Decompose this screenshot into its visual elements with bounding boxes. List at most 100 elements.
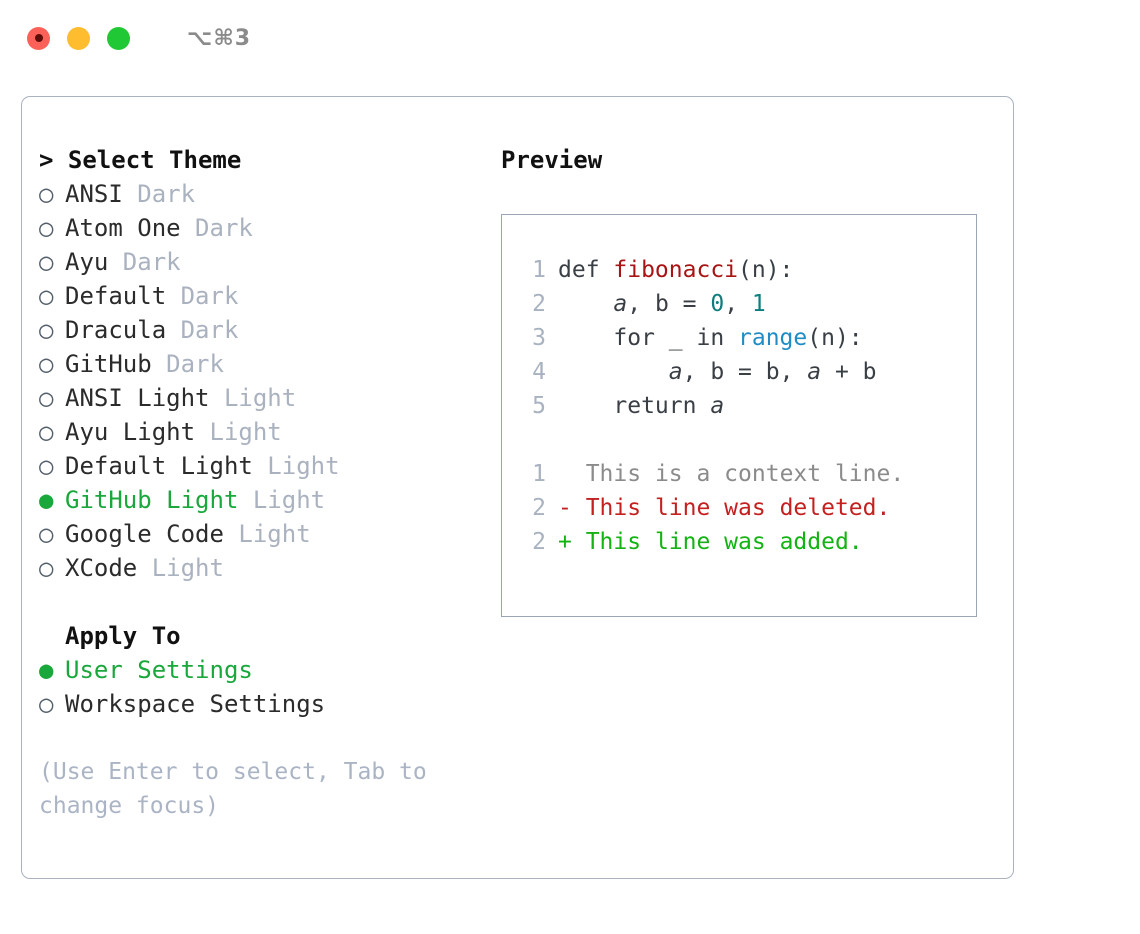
- theme-option-label: Default Light: [65, 452, 253, 480]
- apply-to-title: Apply To: [65, 622, 181, 650]
- theme-option-ansi-light[interactable]: ○ ANSI Light Light: [39, 381, 499, 415]
- radio-selected-icon: ●: [39, 656, 54, 684]
- diff-line: 1 This is a context line.: [516, 457, 976, 491]
- theme-option-dracula[interactable]: ○ Dracula Dark: [39, 313, 499, 347]
- theme-option-category: Dark: [166, 316, 239, 344]
- code-token: for _ in: [558, 325, 739, 351]
- theme-option-label: GitHub: [65, 350, 152, 378]
- code-token: =: [668, 291, 711, 317]
- radio-unselected-icon: ○: [39, 452, 54, 480]
- radio-unselected-icon: ○: [39, 248, 54, 276]
- code-token: a: [807, 359, 822, 385]
- code-token: [558, 291, 613, 317]
- theme-option-ayu[interactable]: ○Ayu Dark: [39, 245, 499, 279]
- diff-sign: [558, 457, 586, 491]
- code-token: , b = b,: [682, 359, 808, 385]
- theme-option-atom-one[interactable]: ○Atom One Dark: [39, 211, 499, 245]
- code-token: b: [654, 291, 669, 317]
- radio-unselected-icon: ○: [39, 554, 54, 582]
- theme-option-google-code[interactable]: ○Google Code Light: [39, 517, 499, 551]
- maximize-button[interactable]: [107, 26, 130, 50]
- code-line-text: return a: [558, 389, 724, 423]
- theme-option-label: Dracula: [65, 316, 167, 344]
- apply-to-option-workspace-settings[interactable]: ○Workspace Settings: [39, 687, 499, 721]
- radio-unselected-icon: ○: [39, 418, 54, 446]
- diff-sign: -: [558, 495, 586, 521]
- theme-option-xcode[interactable]: ○ XCode Light: [39, 551, 499, 585]
- code-diff-separator: [516, 423, 976, 457]
- radio-unselected-icon: ○: [39, 350, 54, 378]
- code-token: def: [558, 257, 614, 283]
- main-panel: > Select Theme ○ANSI Dark○Atom One Dark○…: [21, 96, 1014, 879]
- theme-option-github[interactable]: ○GitHub Dark: [39, 347, 499, 381]
- apply-to-option-label: Workspace Settings: [65, 690, 326, 718]
- theme-option-default-light[interactable]: ○Default Light Light: [39, 449, 499, 483]
- hint-spacer: [39, 721, 499, 755]
- theme-option-category: Dark: [122, 180, 196, 208]
- code-line-text: for _ in range(n):: [558, 321, 862, 355]
- code-token: [558, 359, 669, 385]
- close-button[interactable]: [27, 26, 50, 50]
- apply-to-list: ●User Settings○Workspace Settings: [39, 653, 499, 721]
- diff-text: This line was deleted.: [585, 495, 891, 521]
- code-token: ,: [627, 291, 655, 317]
- diff-sign: +: [558, 529, 586, 555]
- theme-option-category: Light: [238, 486, 326, 514]
- code-token: a: [668, 359, 683, 385]
- theme-option-label: ANSI: [65, 180, 123, 208]
- theme-option-label: XCode: [65, 554, 138, 582]
- theme-option-default[interactable]: ○Default Dark: [39, 279, 499, 313]
- code-line-text: def fibonacci(n):: [558, 253, 793, 287]
- theme-option-category: Dark: [166, 282, 239, 310]
- keyboard-shortcut-label: ⌥⌘3: [187, 25, 252, 51]
- radio-selected-icon: ●: [39, 486, 54, 514]
- radio-unselected-icon: ○: [39, 282, 54, 310]
- radio-unselected-icon: ○: [39, 384, 54, 412]
- radio-unselected-icon: ○: [39, 180, 54, 208]
- code-token: a: [710, 393, 725, 419]
- code-token: 1: [751, 291, 766, 317]
- diff-text: This is a context line.: [585, 461, 905, 487]
- line-number: 2: [532, 529, 546, 555]
- keyboard-hint-line-2: change focus): [39, 793, 220, 819]
- code-token: fibonacci: [613, 257, 739, 283]
- radio-unselected-icon: ○: [39, 214, 54, 242]
- theme-option-label: Ayu Light: [65, 418, 196, 446]
- code-token: return: [558, 393, 711, 419]
- theme-option-category: Dark: [180, 214, 253, 242]
- line-number: 5: [532, 393, 546, 419]
- line-number: 2: [532, 291, 546, 317]
- theme-option-category: Light: [223, 520, 311, 548]
- theme-option-category: Light: [209, 384, 297, 412]
- code-line: 1 def fibonacci(n):: [516, 253, 976, 287]
- theme-list: ○ANSI Dark○Atom One Dark○Ayu Dark○Defaul…: [39, 177, 499, 585]
- diff-text: This line was added.: [585, 529, 863, 555]
- radio-unselected-icon: ○: [39, 316, 54, 344]
- minimize-button[interactable]: [67, 26, 90, 50]
- select-theme-heading: > Select Theme: [39, 143, 499, 177]
- diff-block: 1 This is a context line. 2- This line wa…: [516, 457, 976, 559]
- code-token: (n):: [738, 257, 794, 283]
- code-line-text: a, b = b, a + b: [558, 355, 877, 389]
- theme-option-category: Light: [195, 418, 282, 446]
- keyboard-hint-line-1: (Use Enter to select, Tab to: [39, 759, 427, 785]
- apply-to-option-user-settings[interactable]: ●User Settings: [39, 653, 499, 687]
- title-bar: ⌥⌘3: [0, 0, 1140, 76]
- theme-option-label: Ayu: [65, 248, 109, 276]
- line-number: 4: [532, 359, 546, 385]
- preview-heading: Preview: [501, 146, 603, 174]
- theme-option-ayu-light[interactable]: ○ Ayu Light Light: [39, 415, 499, 449]
- focus-marker-icon: >: [39, 146, 54, 174]
- code-line: 5 return a: [516, 389, 976, 423]
- code-token: + b: [821, 359, 877, 385]
- code-line: 2 a, b = 0, 1: [516, 287, 976, 321]
- theme-option-label: ANSI Light: [65, 384, 210, 412]
- theme-selection-column: > Select Theme ○ANSI Dark○Atom One Dark○…: [39, 143, 499, 823]
- theme-option-category: Light: [137, 554, 224, 582]
- theme-option-label: Google Code: [65, 520, 224, 548]
- theme-option-github-light[interactable]: ●GitHub Light Light: [39, 483, 499, 517]
- theme-option-ansi[interactable]: ○ ANSI Dark: [39, 177, 499, 211]
- section-spacer: [39, 585, 499, 619]
- line-number: 1: [532, 257, 546, 283]
